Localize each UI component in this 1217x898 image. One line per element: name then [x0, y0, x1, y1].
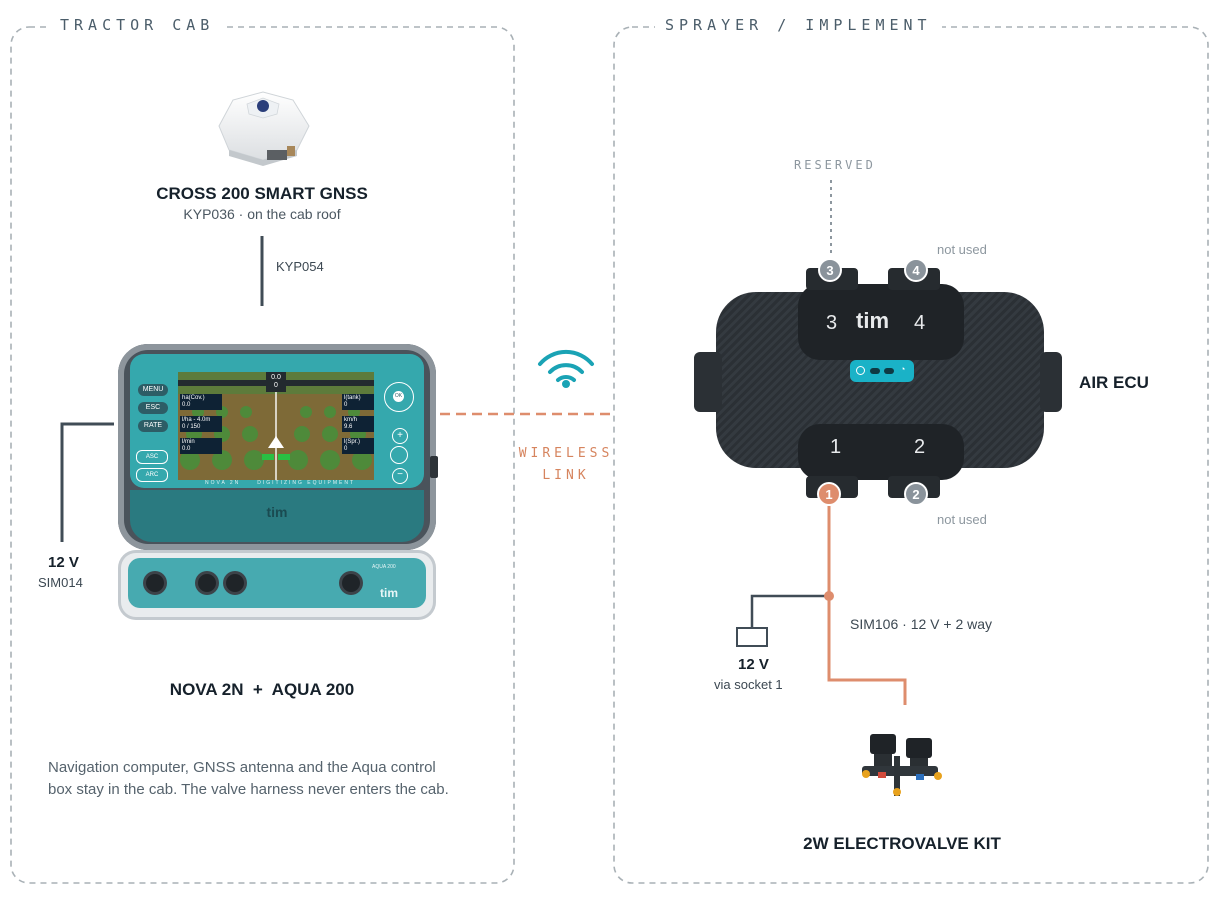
readout-label: l(Spr.)	[344, 439, 361, 445]
readout-value: 0.0	[182, 446, 191, 452]
rotary-knob-icon[interactable]	[390, 446, 408, 464]
section-knob-3[interactable]	[226, 574, 244, 592]
display-footer-text: NOVA 2N DIGITIZING EQUIPMENT	[204, 480, 356, 486]
status-led-dot	[884, 368, 894, 374]
junction-dot	[824, 591, 834, 601]
readout-label: l/min	[182, 439, 195, 445]
not-used-top-label: not used	[937, 242, 987, 257]
console-power-code: SIM014	[38, 575, 83, 590]
wifi-led-icon: ◔	[900, 364, 906, 374]
readout-sprayed: l(Spr.) 0	[342, 438, 374, 454]
readout-value: 9.6	[344, 424, 353, 430]
ecu-mount-right	[1040, 352, 1062, 412]
gnss-title: CROSS 200 SMART GNSS	[156, 184, 368, 203]
ecu-connector-top	[798, 284, 964, 360]
tractor-cab-border	[10, 26, 515, 884]
aqua-model-label: AQUA 200	[372, 564, 396, 570]
readout-coverage: ha(Cov.) 0.0	[180, 394, 222, 410]
nav-ok-button[interactable]: OK	[393, 391, 404, 402]
ecu-status-led: ◔	[850, 360, 914, 382]
readout-label: l/ha - 4.0m	[182, 417, 211, 423]
wireless-line-2: LINK	[542, 468, 590, 483]
console-title: NOVA 2N + AQUA 200	[169, 680, 355, 699]
ecu-title: AIR ECU	[1079, 373, 1149, 392]
display-top-sub: 0	[274, 382, 278, 389]
not-used-bottom-label: not used	[937, 512, 987, 527]
section-knob-1[interactable]	[146, 574, 164, 592]
console-side-port	[430, 456, 438, 478]
aqua-control-box: AQUA 200 tim	[118, 550, 436, 620]
gnss-antenna-icon	[218, 91, 310, 166]
port-badge-1: 1	[817, 482, 841, 506]
nav-pad-icon[interactable]: OK	[384, 382, 414, 412]
readout-value: 0 / 150	[182, 424, 201, 430]
console-lower-panel: tim	[130, 490, 424, 542]
readout-value: 0.0	[182, 402, 191, 408]
ecu-body-label-1: 1	[830, 436, 842, 458]
readout-label: ha(Cov.)	[182, 395, 205, 401]
wireless-link-label: WIRELESS LINK	[516, 443, 616, 487]
port-badge-2: 2	[904, 482, 928, 506]
gnss-cable-label: KYP054	[276, 259, 324, 274]
console-power-label: 12 V	[48, 554, 79, 571]
status-led-dot	[870, 368, 880, 374]
ecu-brand-logo: tim	[856, 308, 889, 333]
cab-caption: Navigation computer, GNSS antenna and th…	[48, 757, 508, 801]
ecu-body-label-3: 3	[826, 312, 838, 334]
readout-value: 0	[344, 446, 348, 452]
readout-label: km/h	[344, 417, 358, 423]
zoom-out-icon[interactable]: −	[392, 468, 408, 484]
ecu-body-label-2: 2	[914, 436, 926, 458]
ecu-connector-bottom	[798, 424, 964, 480]
ecu-body-label-4: 4	[914, 312, 926, 334]
port-badge-3: 3	[818, 258, 842, 282]
readout-value: 0	[344, 402, 348, 408]
electrovalve-kit-icon	[862, 734, 942, 796]
readout-speed: km/h 9.6	[342, 416, 374, 432]
console-menu-button[interactable]: MENU	[138, 384, 168, 396]
power-led-icon	[856, 366, 865, 375]
wifi-icon	[538, 349, 594, 388]
valve-kit-title: 2W ELECTROVALVE KIT	[803, 834, 1001, 853]
aqua-brand-logo: tim	[380, 586, 398, 600]
power-branch-line	[750, 594, 829, 628]
implement-power-label: 12 V	[738, 656, 769, 673]
master-knob[interactable]	[342, 574, 360, 592]
readout-flow: l/min 0.0	[180, 438, 222, 454]
console-screen-frame: MENU ESC RATE ASC ARC 0.0 0 ha(Cov.) 0.0	[130, 354, 424, 488]
sprayer-title: SPRAYER / IMPLEMENT	[655, 16, 942, 34]
console-arc-button[interactable]: ARC	[136, 468, 168, 482]
ecu-mount-left	[694, 352, 722, 412]
caption-line-2: box stay in the cab. The valve harness n…	[48, 781, 449, 798]
caption-line-1: Navigation computer, GNSS antenna and th…	[48, 759, 436, 776]
power-socket-icon	[736, 627, 768, 647]
harness-code-label: SIM106 · 12 V + 2 way	[850, 616, 993, 632]
gnss-subtitle: KYP036 · on the cab roof	[183, 206, 341, 222]
section-knob-2[interactable]	[198, 574, 216, 592]
nova-console: MENU ESC RATE ASC ARC 0.0 0 ha(Cov.) 0.0	[118, 344, 438, 550]
tractor-cab-title: TRACTOR CAB	[50, 16, 225, 34]
console-esc-button[interactable]: ESC	[138, 402, 168, 414]
console-rate-button[interactable]: RATE	[138, 420, 168, 432]
port-badge-4: 4	[904, 258, 928, 282]
readout-label: l(tank)	[344, 395, 361, 401]
implement-power-sub: via socket 1	[714, 677, 783, 692]
console-brand-logo: tim	[266, 504, 288, 520]
console-power-line	[60, 422, 114, 542]
readout-rate: l/ha - 4.0m 0 / 150	[180, 416, 222, 432]
harness-line	[827, 506, 907, 705]
wireless-line-1: WIRELESS	[518, 446, 614, 461]
zoom-in-icon[interactable]: +	[392, 428, 408, 444]
aqua-panel: AQUA 200 tim	[128, 558, 426, 608]
display-top-value: 0.0	[271, 374, 281, 381]
readout-tank: l(tank) 0	[342, 394, 374, 410]
reserved-label: RESERVED	[794, 158, 876, 172]
console-asc-button[interactable]: ASC	[136, 450, 168, 464]
